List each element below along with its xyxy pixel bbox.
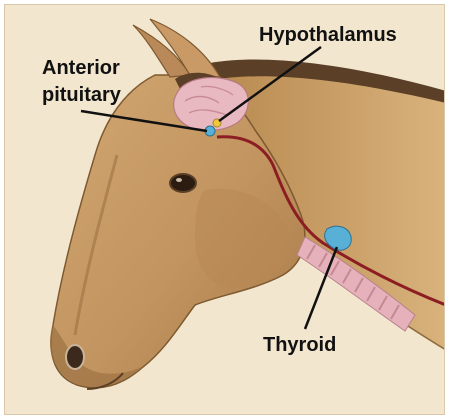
brain bbox=[174, 78, 249, 131]
illustration-frame: Hypothalamus Anterior pituitary Thyroid bbox=[4, 4, 445, 415]
anterior-label: Anterior bbox=[42, 57, 120, 79]
pituitary-label: pituitary bbox=[42, 84, 121, 106]
thyroid-label: Thyroid bbox=[263, 334, 336, 356]
hypothalamus-label: Hypothalamus bbox=[259, 24, 397, 46]
horse-eye bbox=[170, 174, 196, 192]
horse-nostril bbox=[66, 345, 84, 369]
